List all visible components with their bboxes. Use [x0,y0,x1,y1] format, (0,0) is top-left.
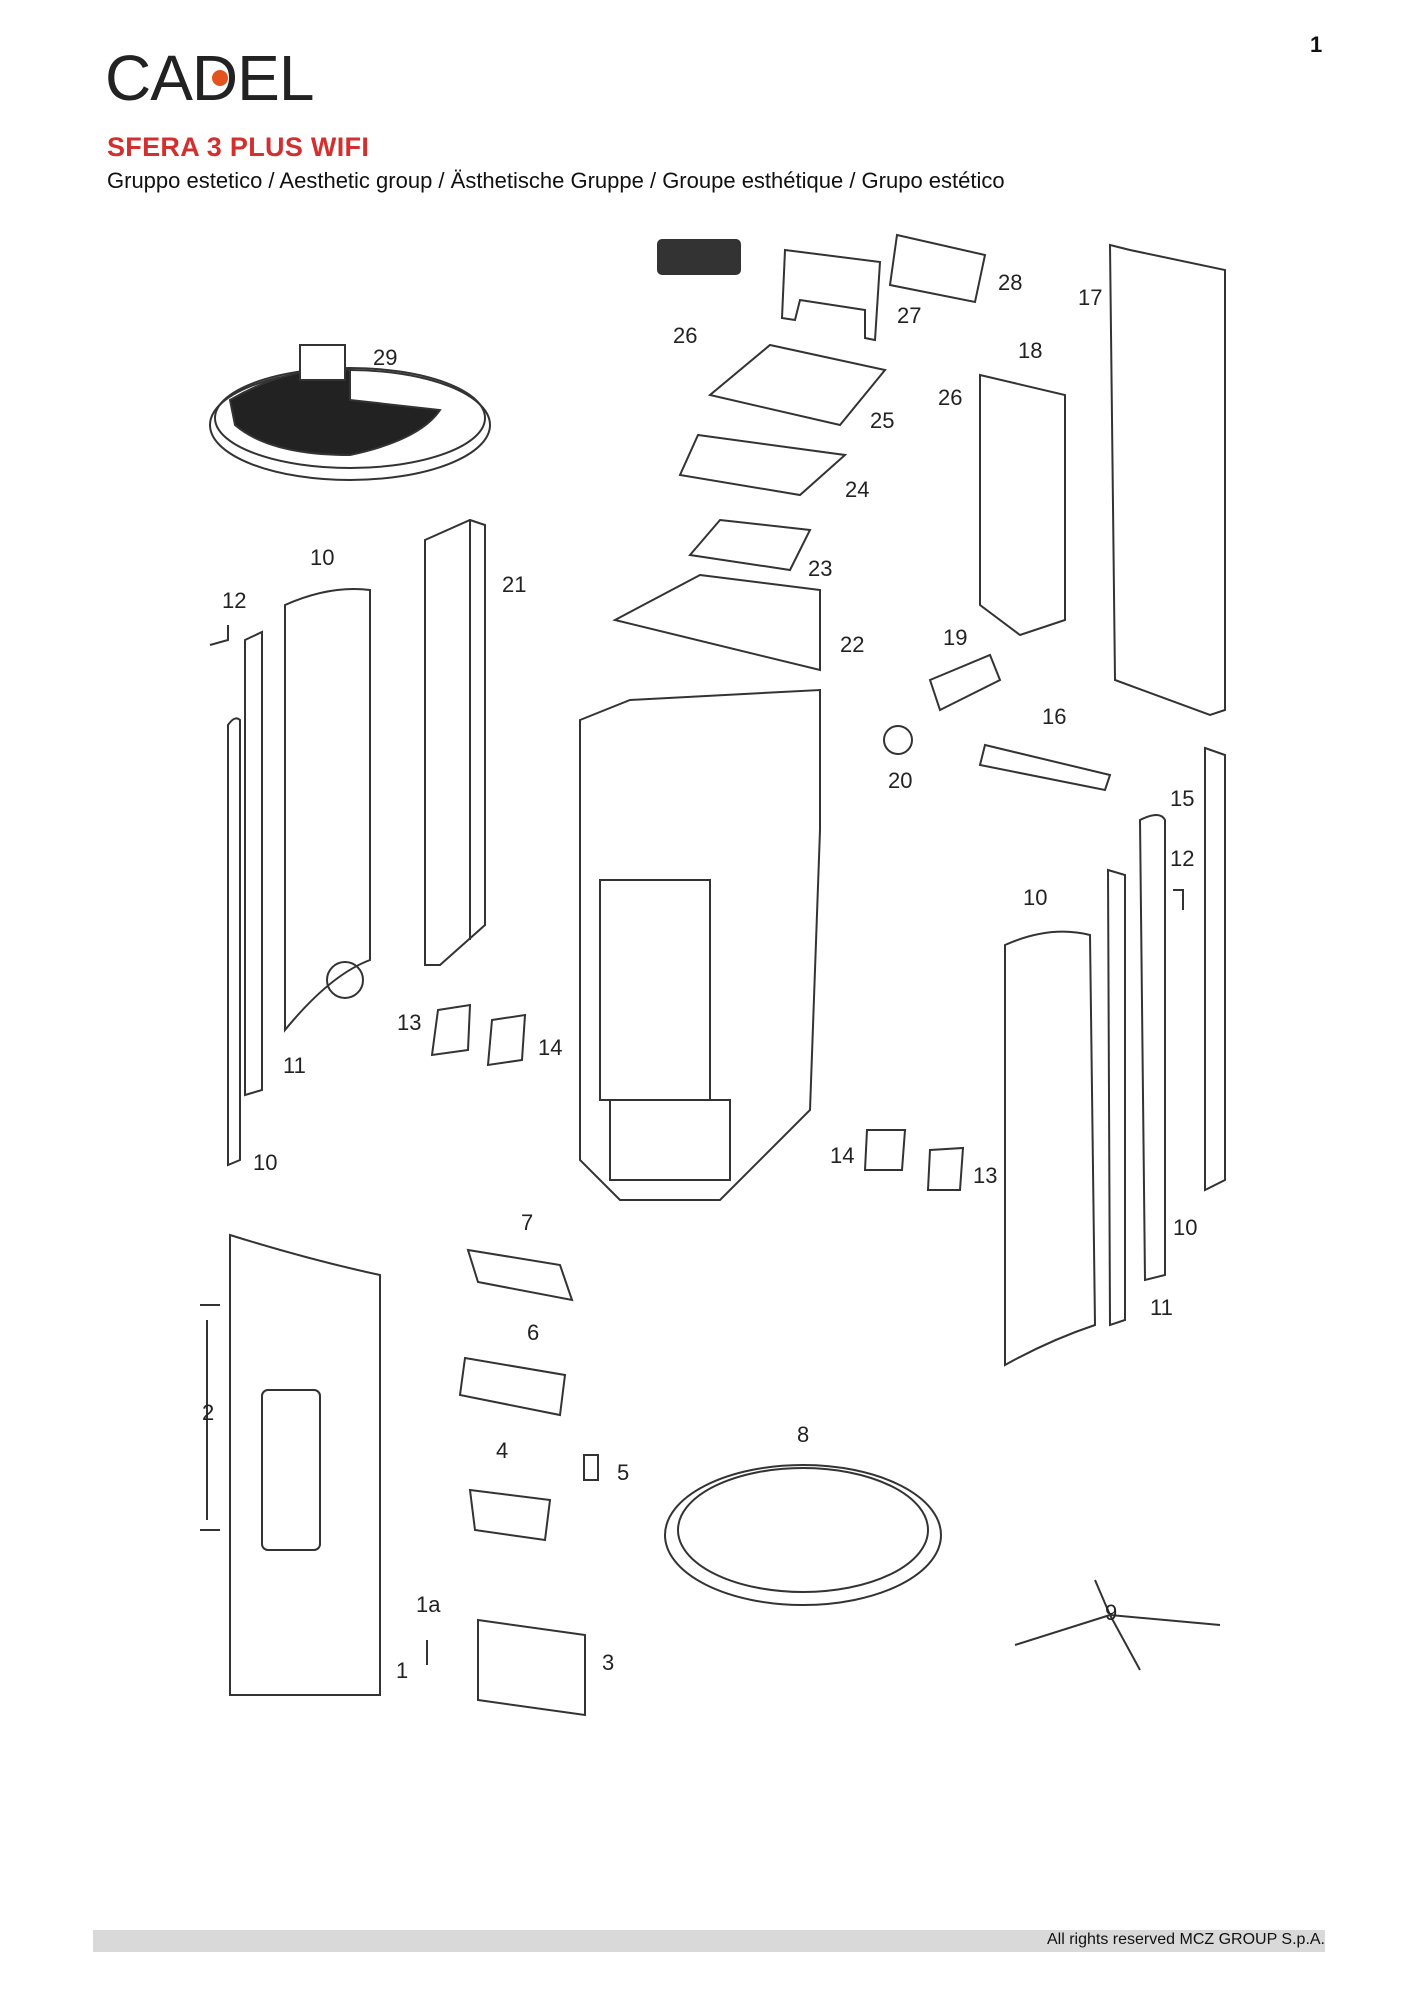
callout-27: 27 [897,303,921,328]
callout-2: 2 [202,1400,214,1425]
callout-3: 3 [602,1650,614,1675]
callout-1: 1 [396,1658,408,1683]
part-5-clip [583,1454,599,1481]
stove-body [579,688,821,1201]
part-10-side-panel-left-upper [284,588,371,1033]
part-24-tray [678,433,848,497]
part-13-plate-left [430,1003,472,1057]
callout-8: 8 [797,1422,809,1447]
footer-bar [93,1930,1325,1952]
callout-26b: 26 [938,385,962,410]
part-23-gasket [688,518,812,572]
callout-10c: 10 [253,1150,277,1175]
part-display-keypad [657,239,741,275]
callout-10d: 10 [1173,1215,1197,1240]
part-14-frame-right [863,1129,907,1171]
page-number: 1 [1310,32,1323,57]
part-11-right-strip [1106,868,1126,1327]
part-11-left-strip [227,630,263,1167]
callout-16: 16 [1042,704,1066,729]
part-8-base-plate [664,1464,942,1606]
part-3-grille [477,1618,586,1717]
callout-24: 24 [845,477,869,502]
part-10-side-panel-right [1004,930,1097,1367]
part-10-side-panel-right-rear [1138,814,1166,1282]
copyright-text: All rights reserved MCZ GROUP S.p.A. [1047,1931,1325,1948]
callout-10b: 10 [1023,885,1047,910]
callout-17: 17 [1078,285,1102,310]
part-15-right-strip [1204,746,1226,1192]
product-title: SFERA 3 PLUS WIFI [107,132,370,162]
part-16-bracket [978,743,1112,792]
callout-22: 22 [840,632,864,657]
callout-19: 19 [943,625,967,650]
part-9-feet [1014,1579,1221,1671]
callout-labels: 29 10 12 21 26 27 28 17 18 26 25 24 23 2… [202,270,1197,1683]
callout-14: 14 [538,1035,562,1060]
callout-12: 12 [222,588,246,613]
logo-dot [212,70,228,86]
part-29-top-cover [209,344,491,481]
callout-11b: 11 [1150,1295,1173,1320]
callout-13b: 13 [973,1163,997,1188]
callout-4: 4 [496,1438,508,1463]
part-19-flue-pipe [928,653,1002,712]
callout-26: 26 [673,323,697,348]
part-1-front-door [229,1233,381,1697]
part-27-top-frame [780,248,882,342]
callout-1a: 1a [416,1592,441,1617]
part-12-bracket-left [209,625,229,646]
part-7-bracket [466,1248,574,1302]
part-25-lid [707,343,887,427]
callout-21: 21 [502,572,526,597]
callout-9: 9 [1105,1600,1117,1625]
part-4-brazier [468,1488,552,1542]
callout-6: 6 [527,1320,539,1345]
callout-12b: 12 [1170,846,1194,871]
cadel-logo: CADEL [105,42,314,114]
callout-20: 20 [888,768,912,793]
callout-28: 28 [998,270,1022,295]
part-20-ring [883,725,913,755]
callout-23: 23 [808,556,832,581]
callout-29: 29 [373,345,397,370]
part-6-deflector [458,1356,567,1417]
part-2-hinges [200,1304,220,1531]
part-28-top-plate [888,233,987,304]
part-12-bracket-right [1173,889,1184,910]
callout-5: 5 [617,1460,629,1485]
part-22-plate [612,573,821,672]
part-18-rear-grid [979,373,1066,637]
part-13-plate-right [926,1146,965,1191]
callout-10: 10 [310,545,334,570]
logo-text: CADEL [105,42,314,114]
callout-13: 13 [397,1010,421,1035]
part-14-frame-left [486,1013,527,1067]
callout-11: 11 [283,1053,306,1078]
callout-18: 18 [1018,338,1042,363]
group-subtitle: Gruppo estetico / Aesthetic group / Ästh… [107,168,1005,193]
callout-14b: 14 [830,1143,854,1168]
callout-15: 15 [1170,786,1194,811]
callout-25: 25 [870,408,894,433]
part-17-back-panel [1108,243,1226,717]
part-21-column [424,518,486,966]
callout-7: 7 [521,1210,533,1235]
